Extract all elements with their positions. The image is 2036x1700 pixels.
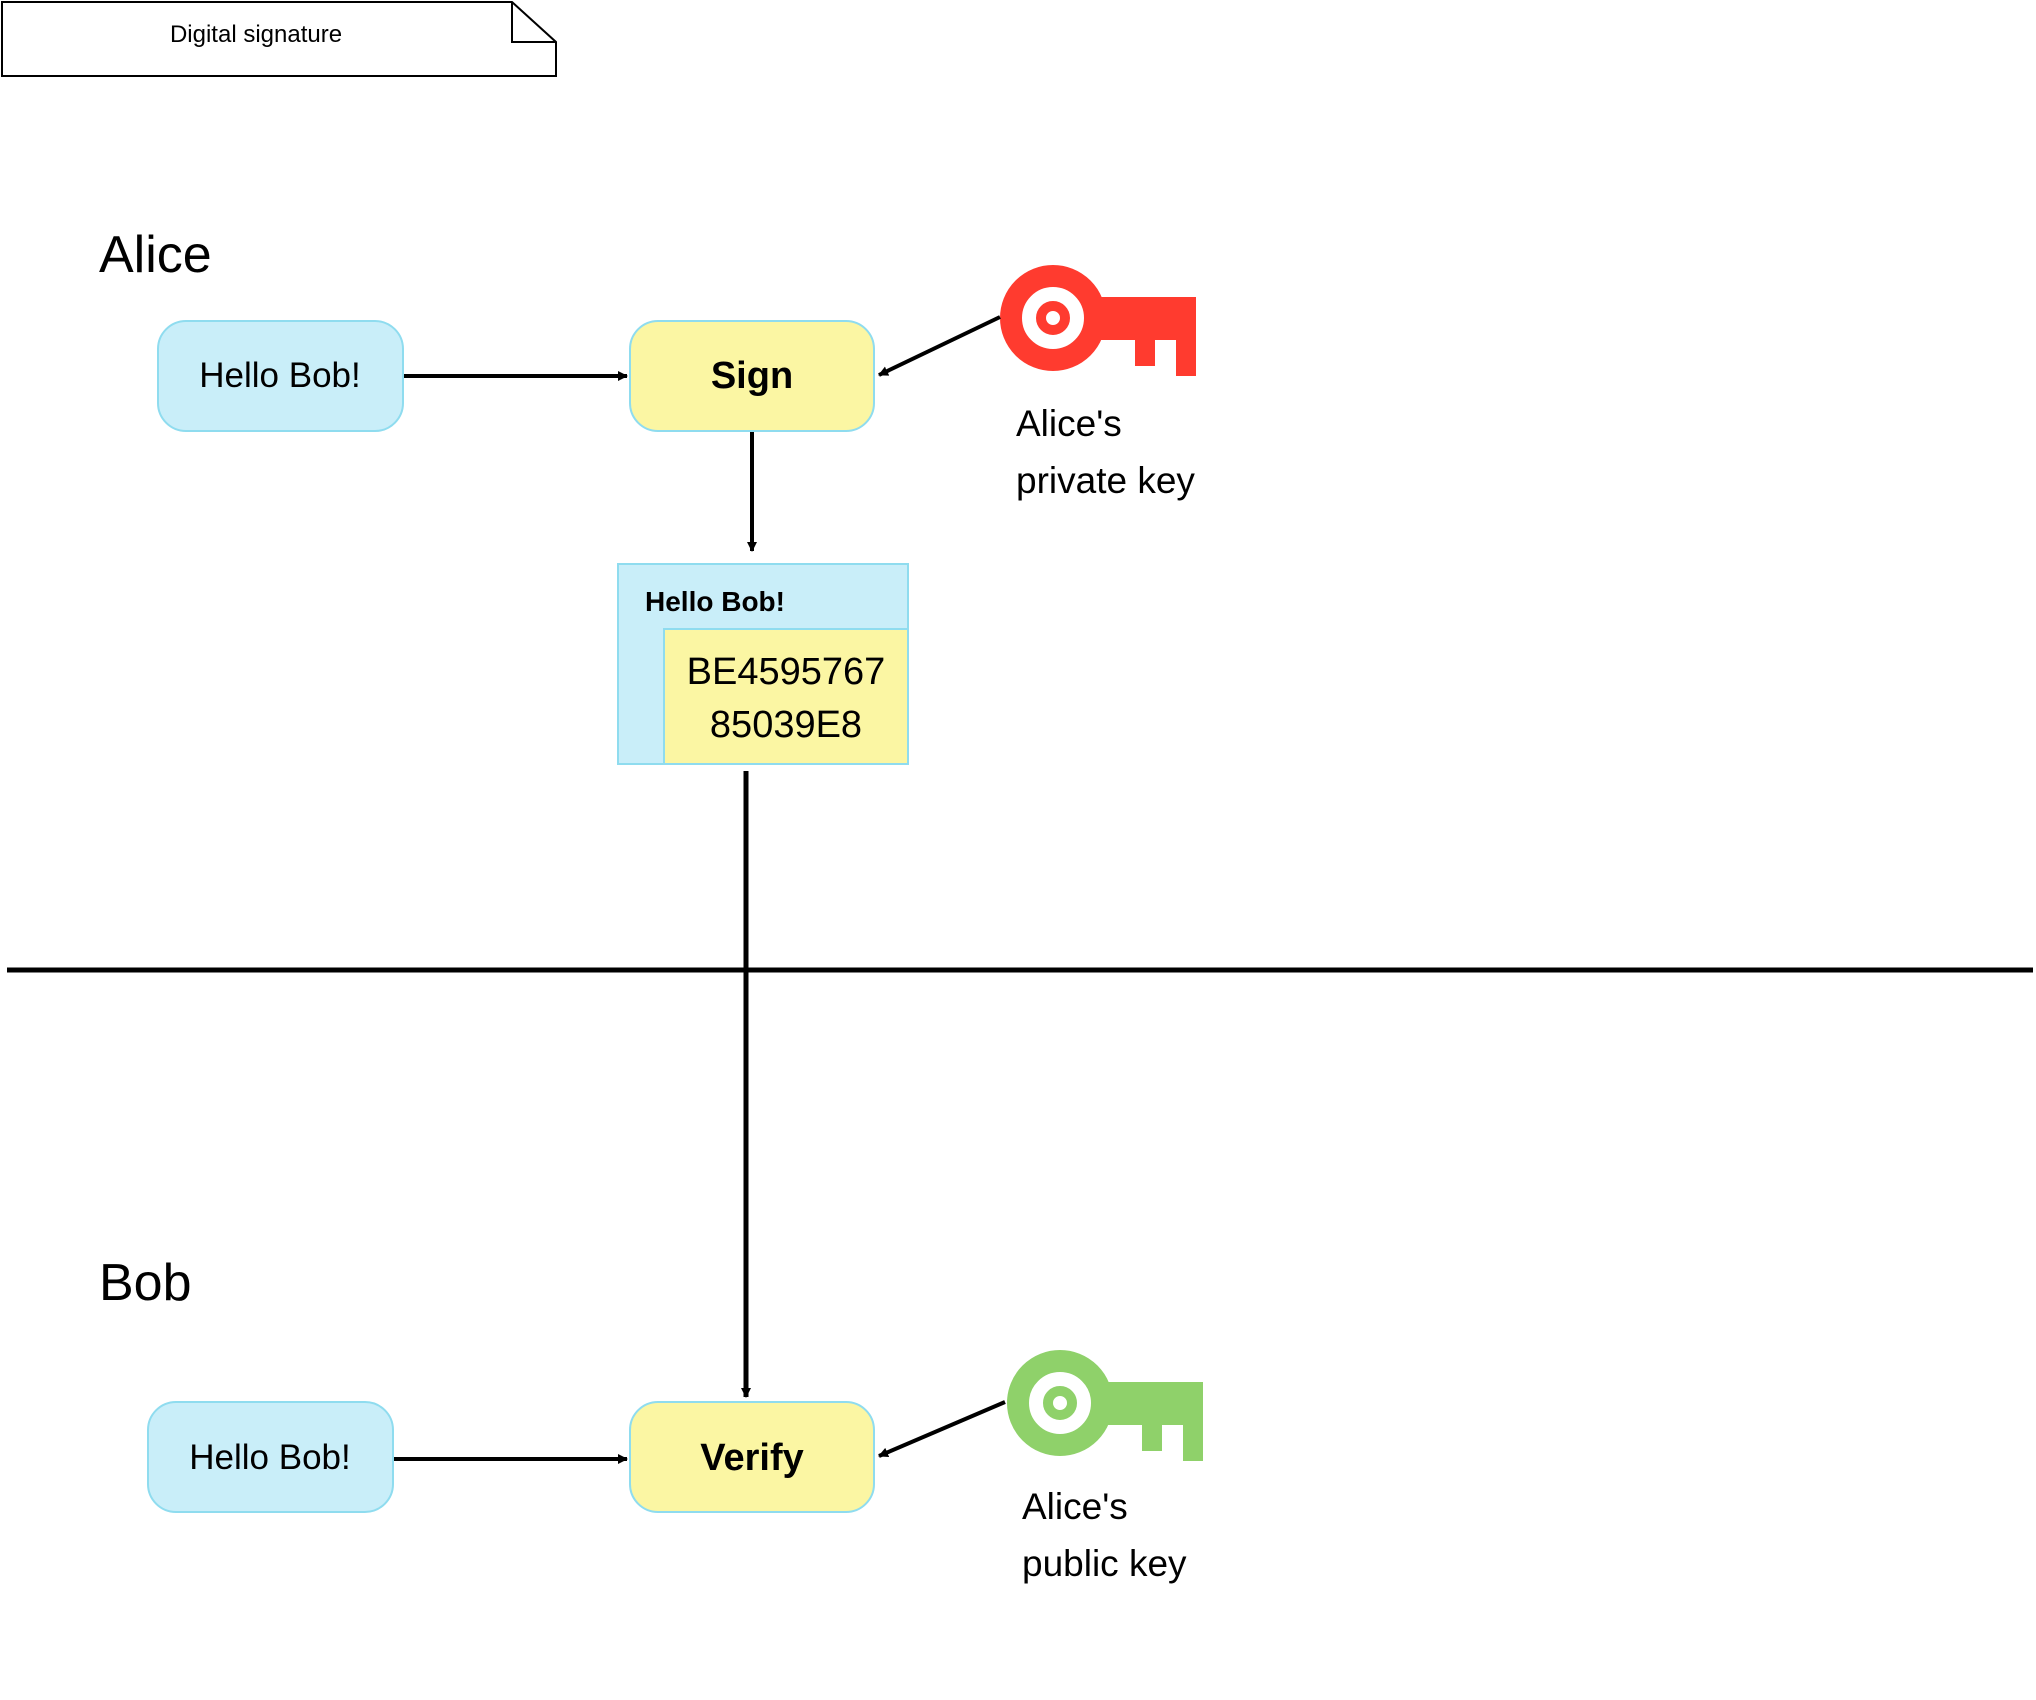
public-key-label-line1: Alice's	[1022, 1486, 1128, 1527]
bob-message-text: Hello Bob!	[189, 1438, 350, 1477]
note-title: Digital signature	[170, 21, 342, 48]
public-key-shaft	[1093, 1382, 1203, 1461]
signature-line1: BE4595767	[687, 651, 886, 693]
arrow-public-key-to-verify	[878, 1400, 1006, 1458]
alice-message-box	[157, 320, 404, 432]
verify-node: Verify	[629, 1401, 875, 1513]
alice-message-text: Hello Bob!	[199, 356, 360, 395]
bob-message-box	[147, 1401, 394, 1513]
sign-node: Sign	[629, 320, 875, 432]
private-key-hole	[1036, 301, 1070, 335]
signature-line2: 85039E8	[710, 704, 862, 746]
verify-label: Verify	[700, 1437, 804, 1479]
note-shape	[1, 0, 557, 77]
verify-box	[629, 1401, 875, 1513]
private-key-label-line1: Alice's	[1016, 403, 1122, 444]
public-key-icon	[1007, 1350, 1203, 1461]
signed-message-header: Hello Bob!	[645, 586, 785, 617]
public-key-label-line2: public key	[1022, 1543, 1187, 1584]
alice-section-label: Alice	[99, 226, 212, 284]
arrow-private-key-to-sign	[878, 315, 1001, 377]
signature-box	[663, 628, 909, 765]
signed-message-node: Hello Bob! BE4595767 85039E8	[617, 563, 909, 765]
note-fold	[511, 2, 556, 43]
private-key-bow	[1000, 265, 1106, 371]
private-key-label-line2: private key	[1016, 460, 1195, 501]
title-note: Digital signature	[1, 0, 557, 77]
bob-message-node: Hello Bob!	[147, 1401, 394, 1513]
alice-message-node: Hello Bob!	[157, 320, 404, 432]
public-key-hole	[1043, 1386, 1077, 1420]
private-key-icon	[1000, 265, 1196, 376]
public-key-bow	[1007, 1350, 1113, 1456]
bob-section-label: Bob	[99, 1254, 192, 1312]
sign-box	[629, 320, 875, 432]
private-key-shaft	[1086, 297, 1196, 376]
sign-label: Sign	[711, 355, 793, 397]
